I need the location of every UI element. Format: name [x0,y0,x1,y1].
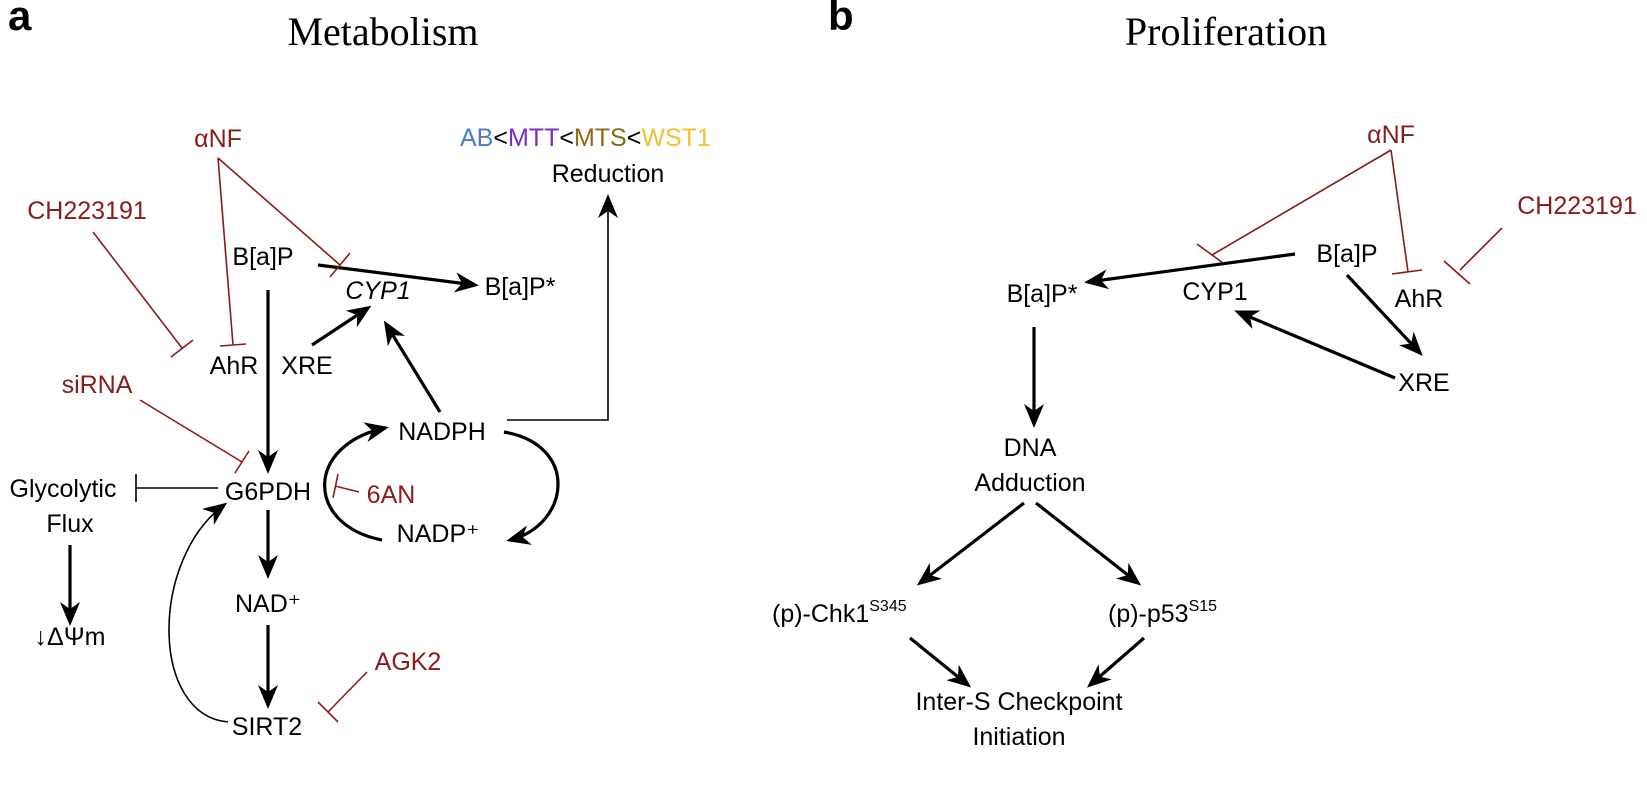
label-initiation: Initiation [972,723,1065,751]
panel-b-letter: b [828,0,854,39]
arrow-bap-to-bapstar [317,263,479,293]
inhibition-6an-to-g6pdh [332,473,360,499]
inhibition-sirna-to-g6pdh [139,399,250,474]
label-glycolytic: Glycolytic [10,475,117,503]
label-a-bap-star: B[a]P* [485,273,556,301]
label-dna: DNA [1004,434,1057,462]
label-a-ch223191: CH223191 [27,197,147,225]
label-a-ahr: AhR [210,352,259,380]
panel-a-letter: a [8,0,32,39]
assay-ranking: AB<MTT<MTS<WST1 [460,124,711,152]
arrow-nadph-to-cyp1 [383,320,442,413]
arrow-b-chk1-to-checkpoint [908,636,972,688]
label-agk2: AGK2 [375,648,442,676]
label-adduction: Adduction [974,469,1085,497]
label-b-bap-star: B[a]P* [1007,280,1078,308]
label-b-ahr: AhR [1395,285,1444,313]
assay-wst1: WST1 [641,124,710,152]
inhibition-anf-to-ahr [217,157,247,347]
assay-mtt: MTT [508,124,559,152]
inhibition-b-anf-to-ahr [1390,149,1423,275]
label-chk1-sup: S345 [869,598,906,615]
arrow-b-bap-to-xre [1345,273,1423,356]
panel-b-title: Proliferation [1125,9,1327,54]
inhibition-b-anf-to-cyp1 [1196,149,1392,264]
inhibition-anf-to-cyp1 [217,157,351,278]
label-b-anf: αNF [1367,121,1415,149]
label-6an: 6AN [367,481,416,509]
arrow-nadph-to-nadp [503,430,560,545]
arrow-sirt2-to-g6pdh [168,502,229,723]
label-dpsi: ↓ΔΨm [35,623,106,651]
inhibition-agk2-to-sirt2 [317,671,368,723]
label-a-sirna: siRNA [62,371,133,399]
assay-lt-1: < [493,124,508,152]
label-a-bap: B[a]P [232,243,293,271]
label-nad: NAD⁺ [235,590,301,618]
arrow-b-p53-to-checkpoint [1086,636,1146,688]
inhibition-ch-to-ahr [92,231,194,358]
arrow-xre-to-cyp1 [311,305,372,347]
label-a-nadph: NADPH [398,418,486,446]
label-checkpoint: Inter-S Checkpoint [915,688,1122,716]
label-sirt2: SIRT2 [232,713,302,741]
label-nadp: NADP⁺ [397,520,480,548]
inhibition-b-ch-to-ahr [1443,227,1503,285]
label-a-cyp1: CYP1 [345,277,410,305]
label-chk1: (p)-Chk1S345 [772,598,907,628]
label-flux: Flux [46,510,94,538]
label-b-cyp1: CYP1 [1182,278,1247,306]
arrow-b-dna-to-chk1 [916,501,1025,586]
label-b-bap: B[a]P [1316,240,1377,268]
assay-lt-3: < [627,124,642,152]
inhibition-g6pdh-to-flux [135,474,218,502]
arrow-b-xre-to-cyp1 [1234,310,1396,380]
label-chk1-main: (p)-Chk1 [772,600,869,628]
arrow-nadp-to-nadph [323,422,389,542]
arrow-nadph-to-reduction [507,194,618,421]
panel-a-title: Metabolism [287,9,478,54]
assay-mts: MTS [574,124,627,152]
label-a-xre: XRE [281,352,332,380]
assay-lt-2: < [559,124,574,152]
arrow-b-bap-to-bapstar [1084,252,1296,290]
arrow-b-dna-to-p53 [1035,501,1142,586]
label-reduction: Reduction [552,160,665,188]
label-p53-main: (p)-p53 [1108,600,1189,628]
label-b-xre: XRE [1398,369,1449,397]
label-a-anf: αNF [194,125,242,153]
label-g6pdh: G6PDH [225,478,311,506]
label-b-ch223191: CH223191 [1517,192,1637,220]
label-p53-sup: S15 [1189,598,1218,615]
assay-ab: AB [460,124,493,152]
label-p53: (p)-p53S15 [1108,598,1217,628]
